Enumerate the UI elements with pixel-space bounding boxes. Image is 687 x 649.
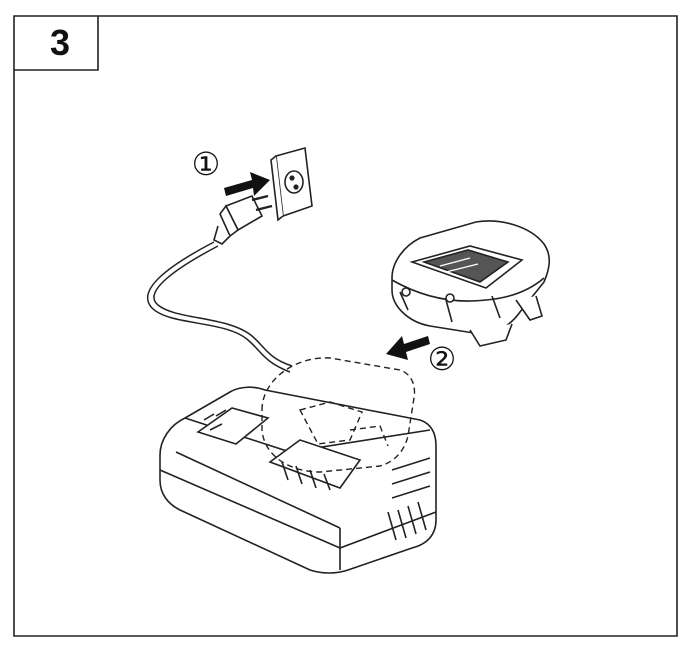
battery-ghost-outline [261,357,416,473]
step-number: 3 [49,22,71,63]
callout-step-1: ① [191,145,221,183]
callout-step-2: ② [427,340,457,378]
wall-outlet-icon [270,146,313,222]
power-cable [146,241,293,373]
arrow-down-left-icon [386,336,430,360]
power-plug-icon [213,194,273,245]
frame-border [13,15,678,637]
battery-pack-icon [391,220,551,347]
arrow-right-icon [224,172,270,196]
battery-charger-icon [159,386,437,574]
